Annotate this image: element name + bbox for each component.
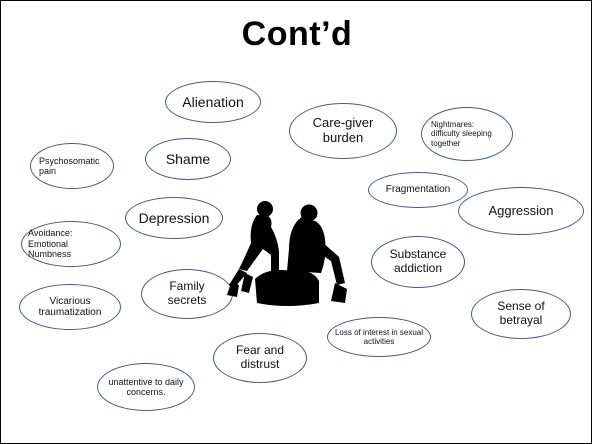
bubble-fragmentation-label: Fragmentation [385,184,451,196]
bubble-shame: Shame [145,138,231,180]
couple-silhouette-icon [227,197,349,309]
bubble-depression-label: Depression [138,209,210,226]
bubble-aggression-label: Aggression [488,202,554,218]
bubble-unattentive-label: unattentive to daily concerns. [108,376,184,397]
bubble-nightmares-label: Nightmares: difficulty sleeping together [431,120,492,148]
bubble-alienation: Alienation [165,81,261,123]
bubble-family-secrets: Family secrets [141,269,233,319]
bubble-sense-of-betrayal: Sense of betrayal [471,289,571,339]
bubble-psychosomatic: Psychosomatic pain [30,143,114,189]
bubble-loss-of-interest: Loss of interest in sexual activities [327,317,431,357]
bubble-substance-label: Substance addiction [389,247,447,275]
bubble-vicarious: Vicarious traumatization [19,284,121,330]
bubble-caregiver-label: Care-giver burden [312,115,374,145]
bubble-unattentive: unattentive to daily concerns. [97,363,195,411]
bubble-fragmentation: Fragmentation [368,172,468,208]
bubble-substance-addiction: Substance addiction [371,236,465,288]
bubble-psychosomatic-label: Psychosomatic pain [39,155,100,176]
bubble-family-label: Family secrets [167,279,207,307]
bubble-nightmares: Nightmares: difficulty sleeping together [421,107,513,161]
bubble-shame-label: Shame [165,150,211,167]
bubble-fear-and-distrust: Fear and distrust [213,333,307,383]
bubble-loss-label: Loss of interest in sexual activities [334,327,424,346]
bubble-caregiver-burden: Care-giver burden [289,103,397,159]
bubble-avoidance-label: Avoidance: Emotional Numbness [28,228,73,260]
bubble-depression: Depression [125,197,223,239]
bubble-sense-label: Sense of betrayal [497,299,545,327]
bubble-vicarious-label: Vicarious traumatization [38,295,102,319]
bubble-fear-label: Fear and distrust [235,343,285,371]
bubble-alienation-label: Alienation [182,93,244,110]
bubble-aggression: Aggression [458,187,584,235]
slide-title: Cont’d [241,15,353,53]
bubble-avoidance: Avoidance: Emotional Numbness [21,221,121,267]
